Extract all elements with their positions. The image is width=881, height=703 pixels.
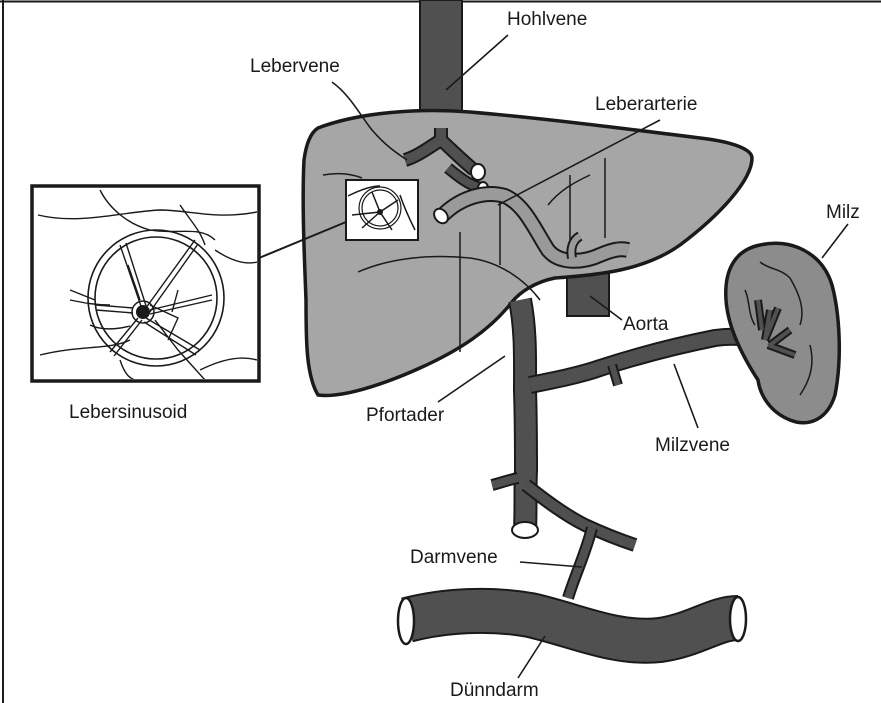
label-lebersinusoid: Lebersinusoid (69, 402, 187, 423)
leader-darmvene (520, 562, 582, 567)
duenndarm-organ (398, 597, 746, 644)
label-milz: Milz (826, 202, 860, 223)
pfortader-vessel (492, 300, 538, 538)
lebersinusoid-inset (32, 186, 259, 381)
label-darmvene: Darmvene (410, 547, 498, 568)
label-pfortader: Pfortader (366, 405, 445, 426)
aorta-vessel (567, 272, 609, 316)
label-lebervene: Lebervene (250, 56, 340, 77)
leader-milzvene (674, 364, 698, 428)
sinusoid-thumbnail (346, 180, 418, 240)
darmvene-vessel (526, 485, 635, 598)
leader-pfortader (438, 356, 505, 402)
leader-duenndarm (518, 636, 545, 678)
leader-milz (822, 224, 848, 258)
label-duenndarm: Dünndarm (450, 680, 539, 701)
label-leberarterie: Leberarterie (595, 94, 697, 115)
label-milzvene: Milzvene (655, 435, 730, 456)
label-hohlvene: Hohlvene (507, 9, 587, 30)
label-aorta: Aorta (623, 314, 669, 335)
milzvene-vessel (530, 337, 765, 385)
